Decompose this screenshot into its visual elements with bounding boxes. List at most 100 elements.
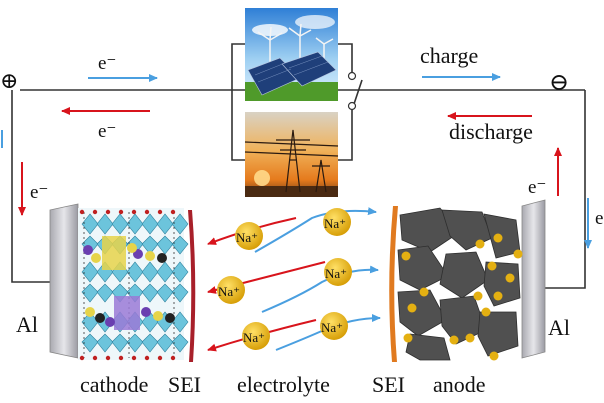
cathode-oxygen — [105, 355, 111, 361]
electron-label-mid: e⁻ — [98, 121, 116, 142]
cathode-current-collector — [49, 203, 79, 359]
sei-right-layer — [389, 206, 398, 362]
anode-sodium-dot — [475, 239, 485, 249]
cathode-prism — [114, 296, 140, 330]
anode-carbon-flake — [477, 311, 519, 357]
right-wire — [545, 90, 586, 289]
cathode-atom — [157, 253, 167, 263]
anode-label: anode — [433, 372, 486, 397]
cathode-crystal-structure — [78, 208, 189, 361]
cathode-oxygen — [170, 355, 176, 361]
sodium-ion: Na⁺ — [217, 276, 245, 304]
cathode-prism — [102, 236, 126, 270]
electron-label-top: e⁻ — [98, 53, 116, 74]
cathode-label: cathode — [80, 372, 148, 397]
positive-terminal: ⊕ — [0, 68, 18, 93]
negative-terminal: ⊖ — [549, 70, 569, 96]
sei-left-label: SEI — [168, 372, 201, 397]
anode-sodium-dot — [473, 291, 483, 301]
cathode-oxygen — [157, 209, 163, 215]
anode-sodium-dot — [465, 333, 475, 343]
sei-left-layer — [188, 210, 196, 362]
switch-wire-top — [338, 43, 353, 72]
anode-sodium-dot — [513, 249, 523, 259]
cathode-polyhedron — [171, 333, 189, 353]
cathode-atom — [165, 313, 175, 323]
anode-sodium-dot — [487, 261, 497, 271]
sodium-ion: Na⁺ — [320, 312, 348, 340]
anode-current-collector — [521, 199, 546, 359]
cathode-oxygen — [157, 355, 163, 361]
cathode-oxygen — [79, 209, 85, 215]
cathode-oxygen — [105, 209, 111, 215]
left-wire — [11, 90, 60, 283]
cathode-atom — [95, 313, 105, 323]
anode-carbon-flake — [483, 261, 521, 307]
cathode-oxygen — [92, 355, 98, 361]
cathode-oxygen — [144, 209, 150, 215]
anode-sodium-dot — [505, 273, 515, 283]
anode-sodium-dot — [401, 251, 411, 261]
na-label: Na⁺ — [321, 320, 343, 335]
al-label-right: Al — [548, 315, 570, 340]
power-tower-sunset-photo — [244, 112, 339, 197]
circuit-switch-icon[interactable] — [347, 71, 357, 111]
na-label: Na⁺ — [324, 216, 346, 231]
anode-sodium-dot — [407, 303, 417, 313]
na-label: Na⁺ — [243, 330, 265, 345]
charge-label: charge — [420, 43, 478, 68]
cathode-oxygen — [131, 209, 137, 215]
discharge-label: discharge — [449, 119, 533, 144]
electron-label-left: e⁻ — [30, 182, 48, 203]
anode-sodium-dot — [493, 233, 503, 243]
cathode-atom — [91, 253, 101, 263]
electrolyte-label: electrolyte — [237, 372, 330, 397]
anode-sodium-dot — [449, 335, 459, 345]
cathode-atom — [83, 245, 93, 255]
cathode-oxygen — [92, 209, 98, 215]
sei-right-label: SEI — [372, 372, 405, 397]
anode-sodium-dot — [481, 307, 491, 317]
cathode-atom — [145, 251, 155, 261]
cathode-oxygen — [170, 209, 176, 215]
na-charge-arrow-2 — [261, 265, 379, 313]
anode-sodium-dot — [489, 351, 499, 361]
anode-carbon-structure — [397, 207, 523, 361]
cathode-oxygen — [118, 209, 124, 215]
anode-sodium-dot — [419, 287, 429, 297]
na-label: Na⁺ — [218, 284, 240, 299]
cathode-atom — [141, 307, 151, 317]
anode-sodium-dot — [493, 291, 503, 301]
anode-carbon-flake — [397, 245, 449, 291]
cathode-polyhedron — [171, 283, 189, 303]
cathode-oxygen — [118, 355, 124, 361]
anode-carbon-flake — [405, 333, 451, 361]
cathode-polyhedron — [171, 261, 189, 283]
cathode-oxygen — [131, 355, 137, 361]
solar-wind-farm-photo — [245, 8, 338, 101]
cathode-polyhedron — [171, 235, 189, 255]
cathode-polyhedron — [171, 311, 189, 333]
na-label: Na⁺ — [236, 230, 258, 245]
cathode-oxygen — [79, 355, 85, 361]
component-labels: cathode SEI electrolyte SEI anode — [80, 372, 486, 397]
cathode-polyhedron — [171, 213, 189, 235]
sodium-ion: Na⁺ — [323, 208, 351, 236]
cathode-atom — [127, 243, 137, 253]
na-charge-arrow-1 — [254, 207, 377, 253]
anode-carbon-flake — [439, 251, 489, 299]
source-bus-left — [231, 43, 245, 161]
anode-sodium-dot — [403, 333, 413, 343]
sodium-ion: Na⁺ — [235, 222, 263, 250]
switch-wire-bottom — [338, 110, 353, 161]
anode-carbon-flake — [397, 289, 447, 337]
cathode-oxygen — [144, 355, 150, 361]
sodium-ion: Na⁺ — [324, 258, 352, 286]
al-label-left: Al — [16, 312, 38, 337]
external-circuit — [11, 43, 586, 289]
cathode-atom — [153, 311, 163, 321]
cathode-atom — [105, 317, 115, 327]
na-label: Na⁺ — [325, 266, 347, 281]
electron-label-right: e⁻ — [528, 177, 546, 198]
